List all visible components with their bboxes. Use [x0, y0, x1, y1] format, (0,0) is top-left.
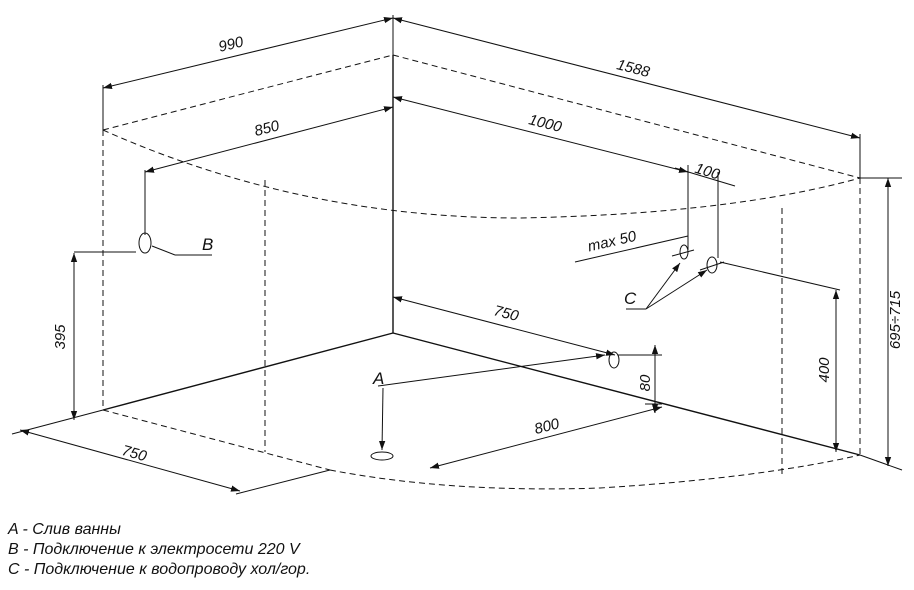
dimension-lines — [19, 17, 892, 492]
dimension-80: 80 — [637, 374, 654, 391]
dimension-max-50: max 50 — [586, 228, 638, 256]
dimension-750-left: 750 — [120, 442, 149, 465]
legend-item-a: A - Слив ванны — [8, 521, 121, 538]
point-labels: B A C — [202, 235, 637, 388]
dimension-texts: 990 1588 850 1000 100 max 50 695÷715 395… — [52, 33, 904, 465]
dimension-400: 400 — [816, 357, 833, 383]
legend: A - Слив ванны B - Подключение к электро… — [8, 520, 310, 580]
dimension-990: 990 — [217, 33, 246, 56]
dimension-695-715: 695÷715 — [887, 290, 904, 349]
electric-outlet-marker — [138, 232, 152, 254]
connection-points — [138, 232, 725, 461]
label-b: B — [202, 235, 213, 254]
label-c: C — [624, 289, 637, 308]
legend-item-b: B - Подключение к электросети 220 V — [8, 541, 300, 558]
overflow-drain-marker — [608, 351, 620, 369]
water-inlet-hot-marker — [706, 256, 718, 274]
dimension-750-floor: 750 — [492, 302, 521, 325]
dimension-100: 100 — [693, 160, 722, 184]
dimension-395: 395 — [52, 324, 69, 350]
floor-drain-marker — [370, 451, 394, 461]
extension-lines — [11, 15, 903, 495]
dimension-850: 850 — [253, 117, 282, 140]
dimension-1588: 1588 — [615, 56, 652, 81]
legend-item-c: C - Подключение к водопроводу хол/гор. — [8, 561, 311, 578]
room-outline — [102, 55, 861, 456]
leader-lines — [151, 245, 708, 451]
label-a: A — [372, 369, 384, 388]
bathtub-outline — [102, 54, 861, 490]
dimension-800: 800 — [533, 415, 562, 438]
